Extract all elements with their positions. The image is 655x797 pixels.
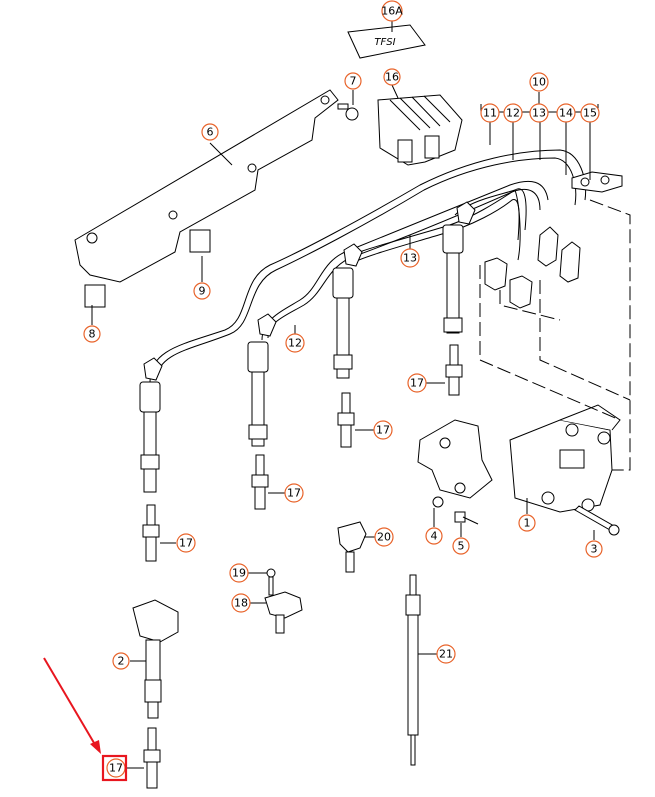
callout-12-top[interactable]: 12 [503, 103, 523, 123]
callout-12-mid[interactable]: 12 [285, 333, 305, 353]
cover-16a: TFSI [347, 24, 426, 59]
callout-label: 6 [207, 126, 214, 139]
callout-17-a[interactable]: 17 [407, 373, 427, 393]
sensor-18 [264, 591, 303, 634]
callout-label: 16 [385, 71, 399, 84]
sensor-20 [337, 521, 367, 573]
callout-label: 13 [532, 107, 546, 120]
callout-19[interactable]: 19 [229, 563, 249, 583]
callout-label: 9 [199, 285, 206, 298]
highlight-box [101, 754, 128, 782]
spark-plug-e [143, 727, 161, 789]
callout-label: 17 [179, 537, 193, 550]
callout-7[interactable]: 7 [344, 72, 362, 90]
cable-clip [571, 171, 623, 193]
spark-plug-a [445, 344, 463, 396]
callout-3[interactable]: 3 [585, 540, 603, 558]
callout-label: 16A [381, 5, 403, 18]
callout-label: 2 [118, 655, 125, 668]
callout-21[interactable]: 21 [436, 644, 456, 664]
callout-13-mid[interactable]: 13 [400, 248, 420, 268]
callout-label: 1 [524, 517, 531, 530]
callout-20[interactable]: 20 [374, 527, 394, 547]
callout-17-d[interactable]: 17 [176, 533, 196, 553]
coil-connector-block [377, 94, 463, 166]
callout-2[interactable]: 2 [112, 652, 130, 670]
callout-17-c[interactable]: 17 [284, 483, 304, 503]
callout-15[interactable]: 15 [580, 103, 600, 123]
callout-label: 15 [583, 107, 597, 120]
ignition-cable-set [143, 149, 587, 383]
callout-label: 3 [591, 543, 598, 556]
callout-label: 10 [532, 76, 546, 89]
spark-plug-b [337, 392, 355, 448]
callout-11[interactable]: 11 [480, 103, 500, 123]
callout-label: 8 [89, 328, 96, 341]
callout-label: 11 [483, 107, 497, 120]
pointer-arrow [43, 657, 101, 754]
callout-10[interactable]: 10 [529, 72, 549, 92]
callout-label: 13 [403, 252, 417, 265]
callout-16a[interactable]: 16A [381, 0, 403, 22]
callout-label: 17 [410, 377, 424, 390]
ignition-module [509, 404, 621, 513]
callout-label: 17 [287, 487, 301, 500]
callout-13-top[interactable]: 13 [529, 103, 549, 123]
callout-label: 4 [431, 530, 438, 543]
spark-plug-d [142, 504, 160, 562]
callout-label: 21 [439, 648, 453, 661]
ignition-coil-2 [132, 599, 179, 719]
callout-8[interactable]: 8 [83, 325, 101, 343]
callout-label: 7 [350, 75, 357, 88]
glow-plug-21 [405, 574, 421, 766]
callout-9[interactable]: 9 [193, 282, 211, 300]
spark-plug-c [251, 454, 269, 510]
callout-label: 17 [376, 424, 390, 437]
mounting-bracket [417, 419, 493, 508]
routing-lines [479, 199, 631, 471]
screw-7 [337, 103, 359, 121]
callout-label: 19 [232, 567, 246, 580]
callout-4[interactable]: 4 [425, 527, 443, 545]
callout-18[interactable]: 18 [231, 593, 251, 613]
spark-plug-connector-rods [139, 224, 464, 493]
callout-label: 12 [506, 107, 520, 120]
callout-17-b[interactable]: 17 [373, 420, 393, 440]
bolt-5 [454, 511, 479, 525]
spark-plugs [142, 344, 463, 789]
callout-label: 12 [288, 337, 302, 350]
cover-marking: TFSI [374, 37, 395, 48]
callout-1[interactable]: 1 [518, 514, 536, 532]
callout-label: 14 [559, 107, 573, 120]
cable-guide-bracket [74, 89, 339, 308]
callout-5[interactable]: 5 [452, 537, 470, 555]
callout-14[interactable]: 14 [556, 103, 576, 123]
callout-label: 17 [109, 762, 123, 775]
callout-16[interactable]: 16 [383, 68, 401, 86]
bolt-3 [574, 505, 620, 536]
callout-label: 5 [458, 540, 465, 553]
callout-label: 18 [234, 597, 248, 610]
callout-17-highlighted[interactable]: 17 [106, 758, 126, 778]
callout-6[interactable]: 6 [201, 123, 219, 141]
callout-label: 20 [377, 531, 391, 544]
screw-19 [266, 568, 276, 596]
